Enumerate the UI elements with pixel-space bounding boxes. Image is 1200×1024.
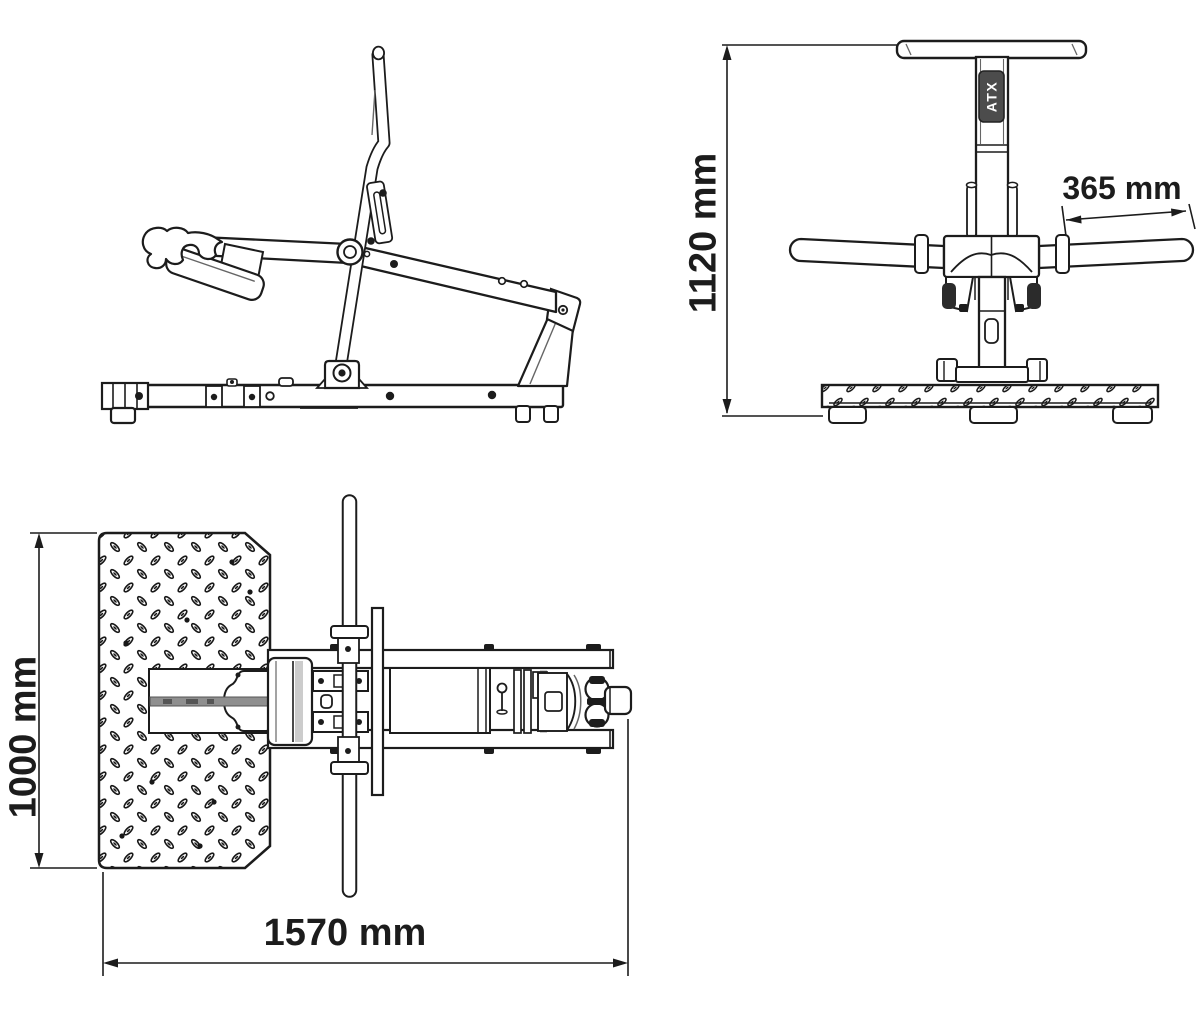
dimension-depth-label: 1000 mm — [3, 656, 45, 819]
top-bar-collar-upper — [330, 625, 369, 639]
front-view: ATX — [788, 39, 1195, 424]
top-mid-frame — [389, 667, 582, 734]
side-floor-mount — [314, 359, 370, 390]
dimension-handle-length-label: 365 mm — [1062, 170, 1181, 206]
front-base-plate — [820, 383, 1160, 424]
top-bar-collar-lower — [330, 761, 369, 775]
front-foot-right — [1112, 406, 1153, 424]
top-handlebar — [330, 494, 369, 898]
front-foot-left — [828, 406, 867, 424]
side-adjustment-plate — [366, 180, 394, 245]
top-end-cap — [603, 685, 633, 716]
side-base-rail — [100, 377, 565, 425]
dimension-height-label: 1120 mm — [683, 153, 725, 314]
front-hub-bracket — [942, 276, 1041, 313]
front-right-handle — [1037, 237, 1195, 270]
atx-badge: ATX — [978, 70, 1005, 123]
top-pivot-housing — [266, 656, 314, 747]
dimension-height: 1120 mm — [683, 44, 897, 417]
side-rear-foot — [515, 405, 531, 423]
front-foot-center — [969, 406, 1018, 424]
side-hook-handle — [141, 226, 224, 270]
front-left-handle — [788, 237, 946, 270]
front-t-handle — [895, 39, 1088, 60]
side-front-foot — [109, 406, 137, 425]
front-handle-hub — [942, 234, 1041, 279]
top-clamp-plates — [312, 670, 369, 733]
dimension-length: 1570 mm — [102, 719, 629, 976]
top-plate-dots — [119, 559, 253, 849]
side-pivot-bearing — [336, 238, 364, 266]
front-lower-column — [977, 275, 1007, 375]
top-end-rollers — [584, 676, 633, 728]
dimension-length-label: 1570 mm — [264, 912, 427, 954]
dimension-handle-length: 365 mm — [1061, 170, 1196, 237]
side-rear-foot-2 — [543, 405, 559, 423]
top-view — [97, 494, 633, 898]
front-left-flange — [914, 234, 929, 274]
side-view — [100, 45, 582, 425]
side-main-column — [333, 45, 391, 378]
dimension-depth: 1000 mm — [3, 532, 97, 869]
side-handle-cap — [371, 45, 385, 61]
front-base-mount — [936, 358, 1048, 383]
top-cross-plate — [370, 606, 385, 797]
front-right-flange — [1055, 234, 1070, 274]
atx-badge-label: ATX — [984, 81, 1000, 112]
